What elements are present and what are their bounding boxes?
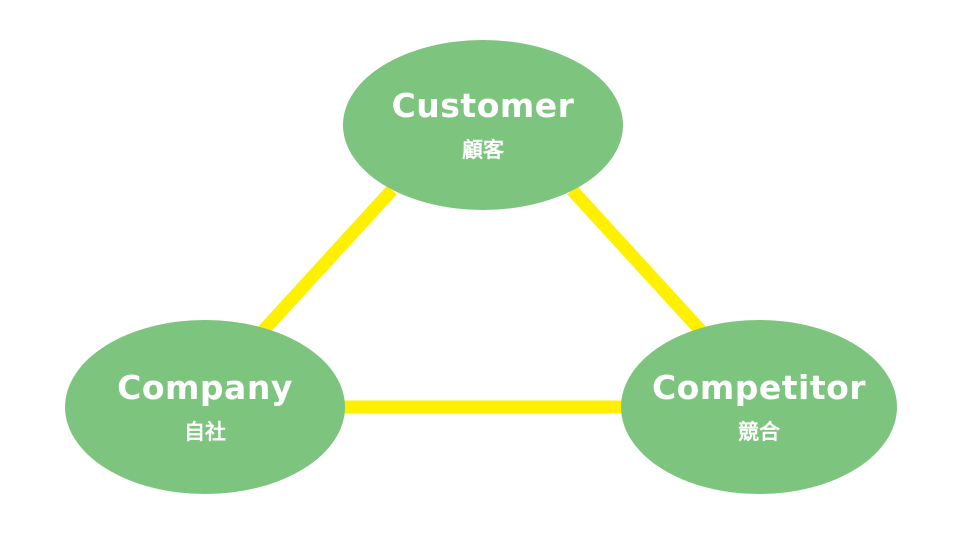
node-competitor-sublabel: 競合 <box>738 420 780 444</box>
node-company-sublabel: 自社 <box>184 420 226 444</box>
node-company: Company 自社 <box>65 320 345 494</box>
connector-customer-competitor <box>567 185 707 337</box>
node-customer: Customer 顧客 <box>343 40 623 210</box>
node-competitor-label: Competitor <box>651 368 867 407</box>
node-competitor: Competitor 競合 <box>621 320 897 494</box>
connector-customer-company <box>257 185 397 337</box>
node-company-label: Company <box>117 368 293 407</box>
node-customer-label: Customer <box>391 86 575 125</box>
node-customer-sublabel: 顧客 <box>462 138 504 162</box>
